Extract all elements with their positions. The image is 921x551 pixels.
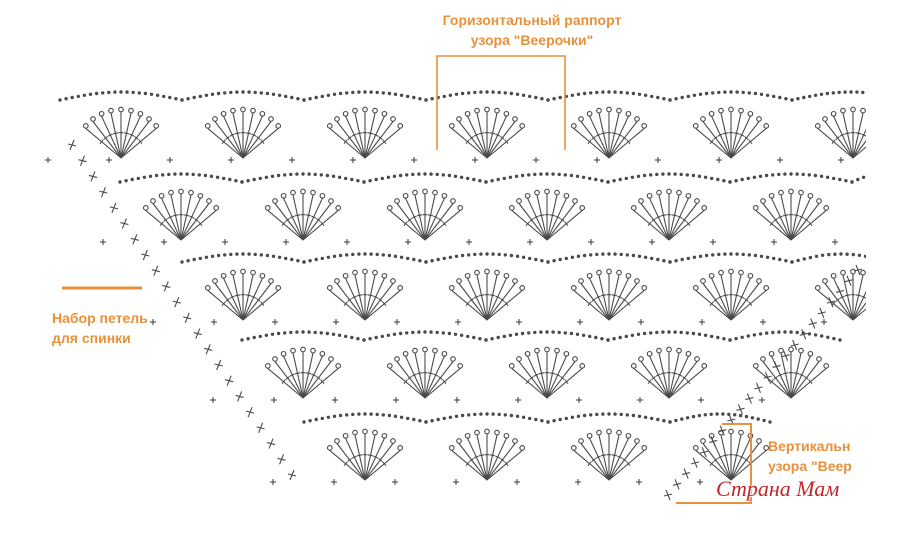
watermark-logo: Страна Мам	[716, 476, 840, 501]
vertical-repeat-label-line2: узора "Веер	[768, 458, 852, 474]
horizontal-repeat-label-line1: Горизонтальный раппорт	[442, 12, 622, 28]
backing-label-line2: для спинки	[52, 330, 131, 346]
horizontal-repeat-label: Горизонтальный раппорт узора "Веерочки"	[412, 10, 652, 50]
backing-label-line1: Набор петель	[52, 310, 148, 326]
vertical-repeat-label: Вертикальн узора "Веер	[768, 436, 868, 476]
horizontal-repeat-label-line2: узора "Веерочки"	[470, 32, 594, 48]
vertical-repeat-label-line1: Вертикальн	[768, 438, 851, 454]
backing-cast-on-label: Набор петель для спинки	[52, 308, 148, 348]
repeat-guide-lines	[62, 55, 752, 504]
stitch-group	[45, 90, 866, 501]
